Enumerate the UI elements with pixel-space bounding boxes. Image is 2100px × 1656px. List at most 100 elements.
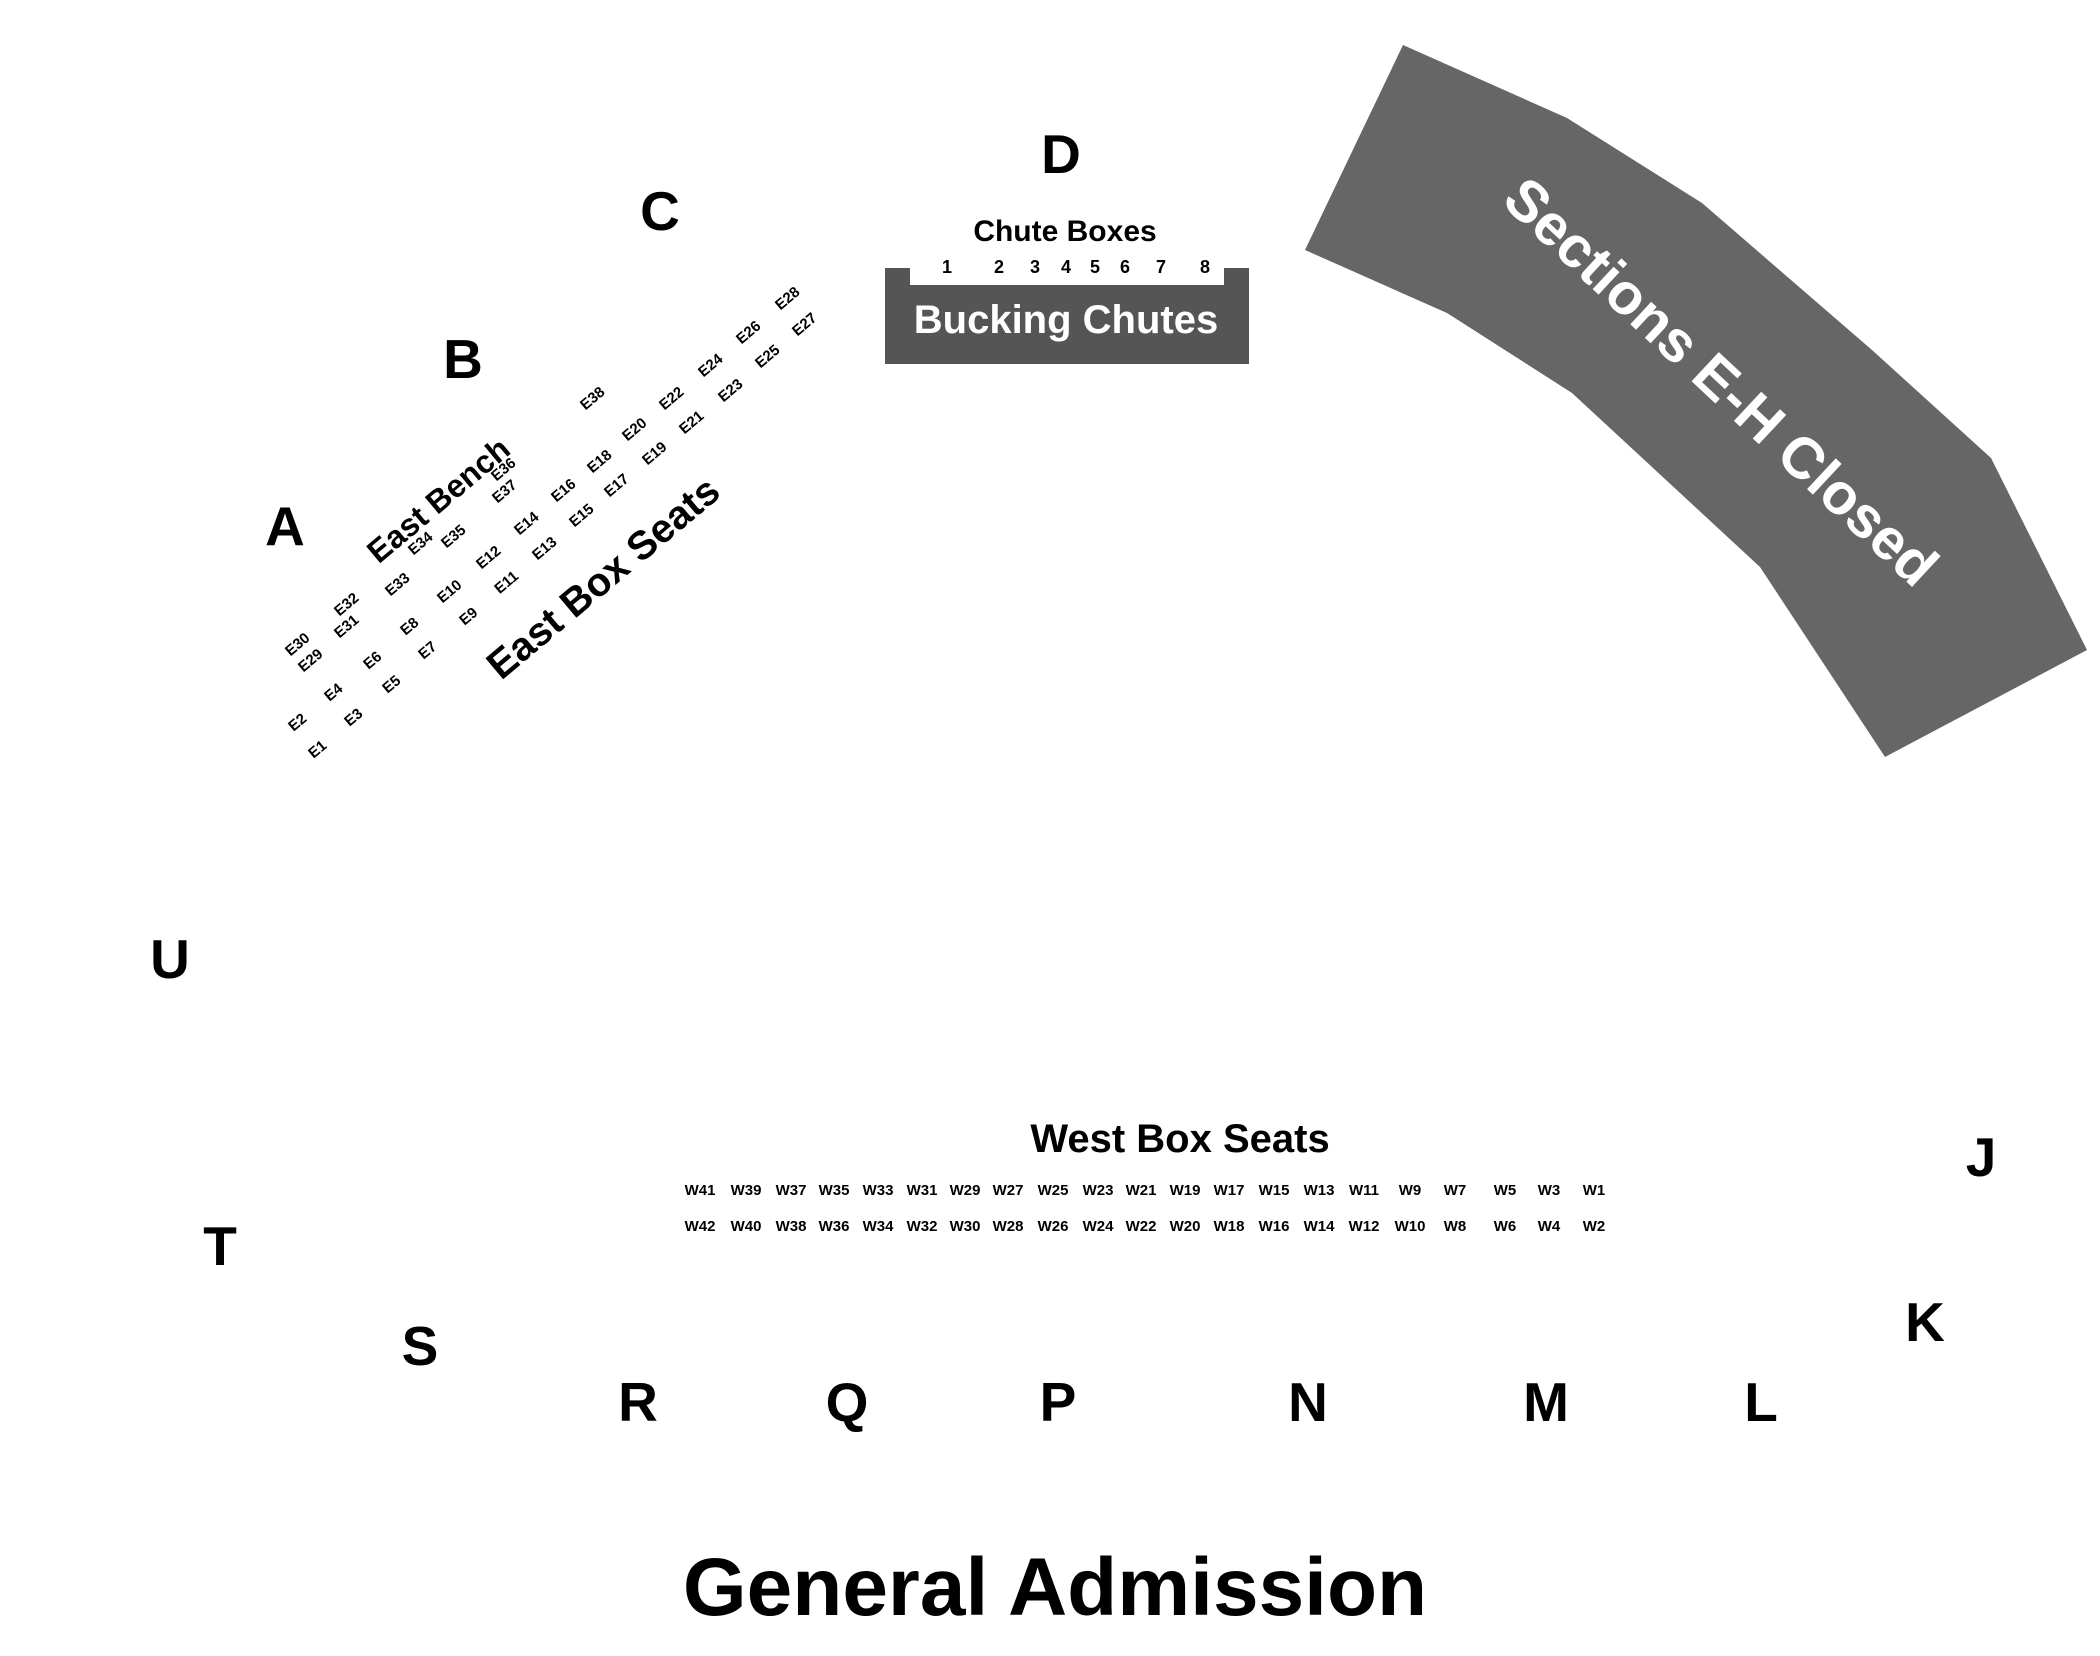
seat-e16[interactable]: E16 <box>548 475 579 505</box>
seat-e17[interactable]: E17 <box>601 470 632 500</box>
seat-w7[interactable]: W7 <box>1444 1182 1467 1199</box>
section-r[interactable]: R <box>618 1371 658 1433</box>
seat-w36[interactable]: W36 <box>819 1218 850 1235</box>
seat-e24[interactable]: E24 <box>695 350 727 381</box>
seat-w19[interactable]: W19 <box>1170 1182 1201 1199</box>
seat-e12[interactable]: E12 <box>473 542 504 572</box>
seat-w5[interactable]: W5 <box>1494 1182 1517 1199</box>
seat-w9[interactable]: W9 <box>1399 1182 1422 1199</box>
seat-w31[interactable]: W31 <box>907 1182 938 1199</box>
seat-e35[interactable]: E35 <box>438 521 469 551</box>
seat-w33[interactable]: W33 <box>863 1182 894 1199</box>
section-u[interactable]: U <box>150 928 190 990</box>
chute-box-number: 4 <box>1061 257 1071 277</box>
seat-e37[interactable]: E37 <box>489 476 520 506</box>
seat-w8[interactable]: W8 <box>1444 1218 1467 1235</box>
chute-box-number: 5 <box>1090 257 1100 277</box>
seat-w1[interactable]: W1 <box>1583 1182 1606 1199</box>
section-j[interactable]: J <box>1966 1126 1997 1188</box>
seat-e20[interactable]: E20 <box>619 414 650 444</box>
section-t[interactable]: T <box>203 1215 237 1277</box>
seat-e7[interactable]: E7 <box>415 638 440 663</box>
section-k[interactable]: K <box>1905 1291 1945 1353</box>
seat-w34[interactable]: W34 <box>863 1218 895 1235</box>
seat-w16[interactable]: W16 <box>1259 1218 1290 1235</box>
west-box-seats-label: West Box Seats <box>1030 1117 1329 1161</box>
seat-e3[interactable]: E3 <box>341 705 366 730</box>
seat-e6[interactable]: E6 <box>360 648 385 673</box>
seat-e11[interactable]: E11 <box>491 568 522 598</box>
seat-w2[interactable]: W2 <box>1583 1218 1606 1235</box>
seat-w23[interactable]: W23 <box>1083 1182 1114 1199</box>
seat-e31[interactable]: E31 <box>331 611 362 641</box>
section-a[interactable]: A <box>265 495 305 557</box>
bucking-chutes-block <box>885 268 1249 364</box>
seat-e33[interactable]: E33 <box>382 569 413 599</box>
seat-w24[interactable]: W24 <box>1083 1218 1115 1235</box>
chute-boxes-label: Chute Boxes <box>973 215 1156 248</box>
seat-e14[interactable]: E14 <box>511 508 543 539</box>
section-b[interactable]: B <box>443 328 483 390</box>
seat-e18[interactable]: E18 <box>584 446 615 476</box>
seat-e4[interactable]: E4 <box>321 680 346 705</box>
section-n[interactable]: N <box>1288 1371 1328 1433</box>
seat-w13[interactable]: W13 <box>1304 1182 1335 1199</box>
seat-e13[interactable]: E13 <box>529 533 560 563</box>
section-q[interactable]: Q <box>826 1371 869 1433</box>
east-box-seats-group: E1 E2 E3 E4 E5 E6 E7 E8 E9 E10 E11 E12 E… <box>285 283 820 762</box>
seat-e26[interactable]: E26 <box>733 317 764 347</box>
seat-w25[interactable]: W25 <box>1038 1182 1069 1199</box>
seat-e27[interactable]: E27 <box>789 309 820 339</box>
seat-e22[interactable]: E22 <box>656 383 687 413</box>
seat-e32[interactable]: E32 <box>331 589 362 619</box>
seat-w15[interactable]: W15 <box>1259 1182 1290 1199</box>
seat-w37[interactable]: W37 <box>776 1182 807 1199</box>
seat-w17[interactable]: W17 <box>1214 1182 1245 1199</box>
seat-w26[interactable]: W26 <box>1038 1218 1069 1235</box>
seat-w3[interactable]: W3 <box>1538 1182 1561 1199</box>
section-c[interactable]: C <box>640 180 680 242</box>
seat-w4[interactable]: W4 <box>1538 1218 1561 1235</box>
seat-e25[interactable]: E25 <box>752 341 783 371</box>
seat-e19[interactable]: E19 <box>639 438 670 468</box>
seat-w29[interactable]: W29 <box>950 1182 981 1199</box>
seat-w38[interactable]: W38 <box>776 1218 807 1235</box>
seat-e8[interactable]: E8 <box>397 614 422 639</box>
seat-w10[interactable]: W10 <box>1395 1218 1426 1235</box>
seat-w28[interactable]: W28 <box>993 1218 1024 1235</box>
seat-w18[interactable]: W18 <box>1214 1218 1245 1235</box>
seat-w42[interactable]: W42 <box>685 1218 716 1235</box>
seat-w27[interactable]: W27 <box>993 1182 1024 1199</box>
seat-w12[interactable]: W12 <box>1349 1218 1380 1235</box>
seat-w21[interactable]: W21 <box>1126 1182 1157 1199</box>
seat-e15[interactable]: E15 <box>566 500 597 530</box>
seat-e23[interactable]: E23 <box>715 375 746 405</box>
seat-e9[interactable]: E9 <box>456 604 481 629</box>
seat-e28[interactable]: E28 <box>772 283 803 313</box>
seat-w40[interactable]: W40 <box>731 1218 762 1235</box>
seat-w11[interactable]: W11 <box>1349 1182 1379 1199</box>
seat-e38[interactable]: E38 <box>577 383 608 413</box>
seat-e21[interactable]: E21 <box>676 407 707 437</box>
section-m[interactable]: M <box>1523 1371 1569 1433</box>
section-l[interactable]: L <box>1744 1371 1778 1433</box>
general-admission-label[interactable]: General Admission <box>683 1542 1427 1633</box>
section-s[interactable]: S <box>402 1315 439 1377</box>
seat-w14[interactable]: W14 <box>1304 1218 1336 1235</box>
seat-e5[interactable]: E5 <box>379 672 404 697</box>
seat-e2[interactable]: E2 <box>285 710 310 735</box>
section-d[interactable]: D <box>1041 123 1081 185</box>
seat-w22[interactable]: W22 <box>1126 1218 1157 1235</box>
west-box-seats-top-row: W41 W39 W37 W35 W33 W31 W29 W27 W25 W23 … <box>685 1182 1606 1199</box>
seat-w41[interactable]: W41 <box>685 1182 716 1199</box>
seat-w39[interactable]: W39 <box>731 1182 762 1199</box>
seat-w20[interactable]: W20 <box>1170 1218 1201 1235</box>
seat-e1[interactable]: E1 <box>305 737 330 762</box>
seat-w35[interactable]: W35 <box>819 1182 850 1199</box>
seat-w30[interactable]: W30 <box>950 1218 981 1235</box>
seat-w32[interactable]: W32 <box>907 1218 938 1235</box>
seat-e10[interactable]: E10 <box>434 576 465 606</box>
section-p[interactable]: P <box>1040 1371 1077 1433</box>
seat-w6[interactable]: W6 <box>1494 1218 1517 1235</box>
